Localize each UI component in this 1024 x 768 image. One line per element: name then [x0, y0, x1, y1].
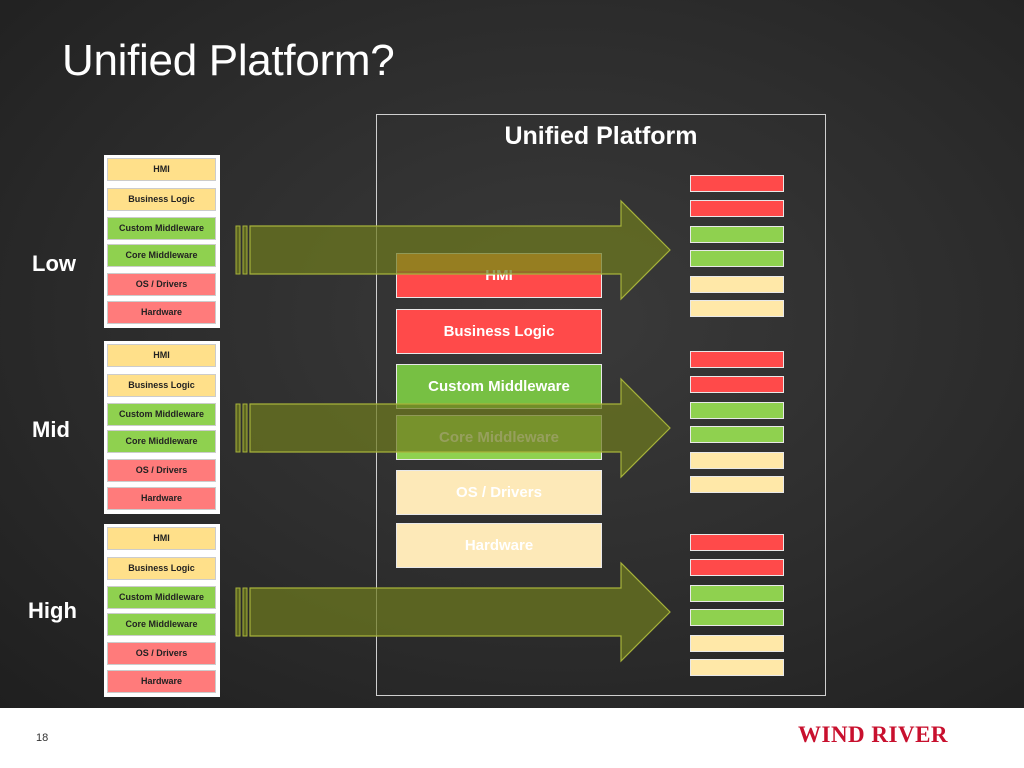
stack-layer: OS / Drivers — [107, 459, 216, 482]
slide-footer — [0, 708, 1024, 768]
arrow-tail-bar — [235, 403, 241, 453]
row-label-high: High — [28, 598, 77, 623]
stack-layer: Core Middleware — [107, 613, 216, 636]
mini-layer — [690, 351, 784, 368]
arrow-tail-bar — [242, 225, 248, 275]
arrow-tail-bar — [235, 225, 241, 275]
stack-layer: Hardware — [107, 487, 216, 510]
mini-layer — [690, 276, 784, 293]
mini-layer — [690, 559, 784, 576]
arrow-tail-bar — [242, 403, 248, 453]
arrow-high — [235, 561, 671, 663]
stack-layer: Business Logic — [107, 188, 216, 211]
migration-arrows — [235, 199, 671, 663]
stack-layer: Core Middleware — [107, 430, 216, 453]
mini-layer — [690, 175, 784, 192]
mini-layer — [690, 635, 784, 652]
row-label-mid: Mid — [32, 417, 70, 442]
platform-layer: OS / Drivers — [396, 470, 602, 515]
platform-layer: Custom Middleware — [396, 364, 602, 409]
page-number: 18 — [36, 732, 49, 744]
stack-layer: HMI — [107, 158, 216, 181]
slide-canvas: Unified Platform? Unified Platform HMI Bu… — [0, 0, 1024, 708]
wind-river-logo: WIND RIVER — [798, 722, 949, 747]
mini-layer — [690, 250, 784, 267]
stack-layer: Business Logic — [107, 557, 216, 580]
platform-layer: Business Logic — [396, 309, 602, 354]
mini-layer — [690, 376, 784, 393]
unified-platform-title: Unified Platform — [504, 122, 698, 150]
arrow-body — [249, 377, 671, 479]
arrow-low — [235, 199, 671, 301]
arrow-body — [249, 561, 671, 663]
stack-layer: Hardware — [107, 670, 216, 693]
stack-layer: Core Middleware — [107, 244, 216, 267]
stack-layer: Custom Middleware — [107, 586, 216, 609]
arrow-body — [249, 199, 671, 301]
mini-layer — [690, 200, 784, 217]
mini-layer — [690, 226, 784, 243]
stack-layer: Custom Middleware — [107, 403, 216, 426]
stack-layer: HMI — [107, 527, 216, 550]
row-label-low: Low — [32, 251, 76, 276]
arrow-tail-bar — [242, 587, 248, 637]
mini-layer — [690, 452, 784, 469]
mini-layer — [690, 585, 784, 602]
platform-layer: Hardware — [396, 523, 602, 568]
mini-layer — [690, 476, 784, 493]
mini-layer — [690, 534, 784, 551]
stack-layer: OS / Drivers — [107, 642, 216, 665]
stack-layer: Business Logic — [107, 374, 216, 397]
mini-layer — [690, 659, 784, 676]
stack-layer: Hardware — [107, 301, 216, 324]
mini-layer — [690, 609, 784, 626]
slide-title: Unified Platform? — [62, 36, 395, 85]
stack-layer: Custom Middleware — [107, 217, 216, 240]
stack-layer: HMI — [107, 344, 216, 367]
mini-layer — [690, 300, 784, 317]
stack-layer: OS / Drivers — [107, 273, 216, 296]
mini-layer — [690, 402, 784, 419]
arrow-mid — [235, 377, 671, 479]
arrow-tail-bar — [235, 587, 241, 637]
mini-layer — [690, 426, 784, 443]
